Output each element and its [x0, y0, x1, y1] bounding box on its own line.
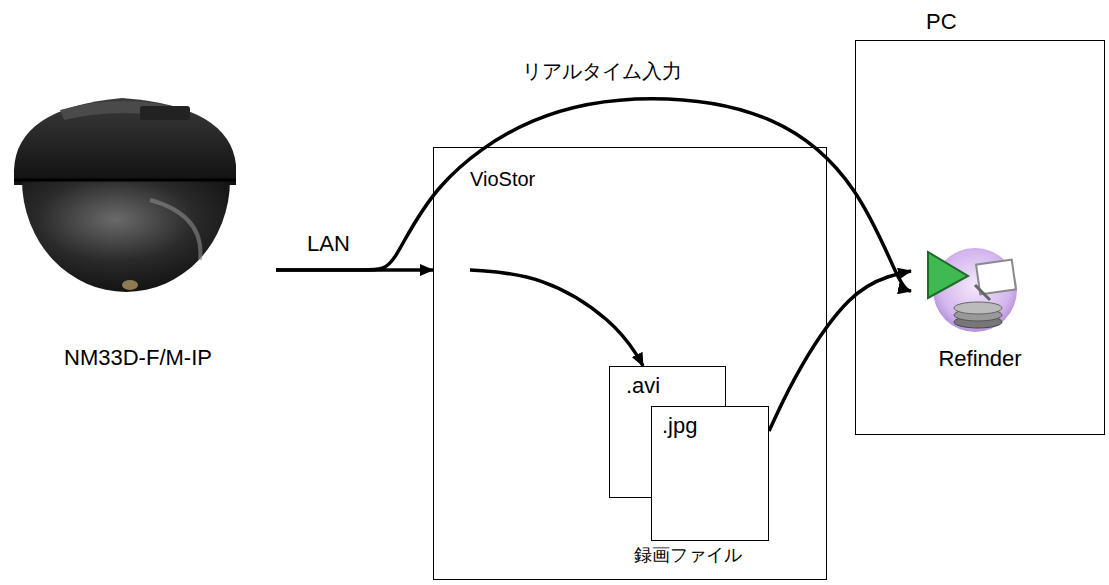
node-label: .avi — [626, 373, 660, 398]
flow-arrow — [769, 271, 911, 431]
camera-lens — [122, 280, 138, 290]
node-label: NM33D-F/M-IP — [0, 345, 276, 370]
camera-highlight — [60, 101, 190, 120]
icon-circle — [933, 248, 1017, 332]
camera-rim — [14, 179, 236, 182]
recorder-box: VioStor .avi.jpg — [433, 147, 827, 580]
connector-label: リアルタイム入力 — [520, 60, 684, 83]
camera-housing — [14, 98, 236, 185]
node-label: PC — [926, 9, 957, 34]
camera-dome — [22, 180, 230, 292]
node-label: Refinder — [911, 346, 1049, 371]
dome-reflection — [150, 200, 200, 260]
refinder-icon — [928, 248, 1017, 332]
camera-detail — [140, 106, 190, 120]
flow-arrow — [470, 270, 643, 366]
play-triangle — [928, 252, 968, 298]
screen — [976, 260, 1016, 295]
disc — [954, 302, 1002, 314]
file-box: .jpg — [651, 406, 769, 541]
screen-stand — [975, 285, 990, 300]
camera-node: NM33D-F/M-IP — [0, 85, 276, 370]
node-label: .jpg — [662, 413, 697, 438]
group-caption: 録画ファイル — [632, 545, 744, 566]
app-node: Refinder — [911, 241, 1049, 371]
node-label: VioStor — [470, 168, 535, 191]
connector-label: LAN — [305, 231, 352, 256]
flow-arrow — [276, 99, 911, 291]
pc-box: PCRefinder — [855, 40, 1105, 435]
dome-camera — [14, 98, 236, 292]
